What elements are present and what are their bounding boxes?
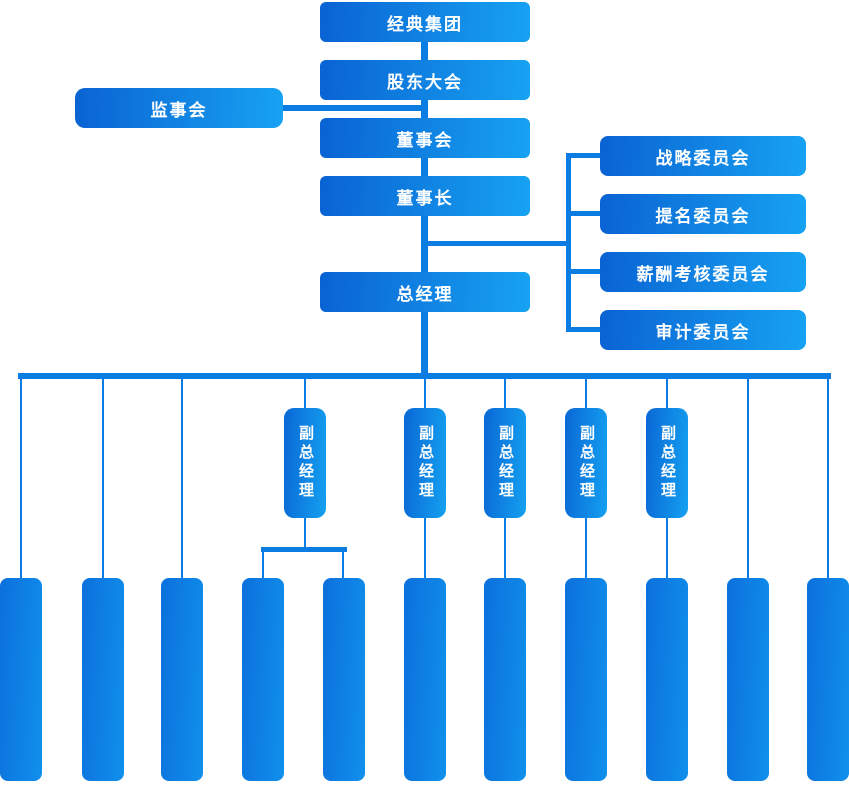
org-node-supervisory-board-label: 监事会: [150, 100, 208, 120]
connector-drop-deputy-4: [585, 379, 587, 408]
org-node-deputy-gm-2: 副总经理: [404, 408, 446, 518]
connector-distributor-bar: [18, 373, 831, 379]
connector-deputy2-drop: [424, 518, 426, 578]
connector-drop-dept-2: [102, 379, 104, 578]
connector-drop-dept-1: [20, 379, 22, 578]
org-node-chairman: 董事长: [320, 176, 530, 216]
org-node-strategy-committee: 战略委员会: [600, 136, 806, 176]
connector-committee-stub-4: [566, 327, 602, 332]
org-node-deputy-gm-3-label: 副总经理: [497, 425, 514, 501]
connector-deputy1-bar: [261, 547, 347, 552]
org-node-nomination-committee: 提名委员会: [600, 194, 806, 234]
org-node-deputy-gm-4-label: 副总经理: [578, 425, 595, 501]
org-node-supervisory-board: 监事会: [75, 88, 283, 128]
connector-deputy4-drop: [585, 518, 587, 578]
connector-drop-dept-11: [827, 379, 829, 578]
org-node-deputy-gm-1: 副总经理: [284, 408, 326, 518]
org-node-shareholders-meeting: 股东大会: [320, 60, 530, 100]
org-node-group: 经典集团: [320, 2, 530, 42]
org-node-department-3: [161, 578, 203, 781]
org-node-department-5: [323, 578, 365, 781]
connector-committee-stub-2: [566, 211, 602, 216]
connector-deputy1-stem: [304, 518, 306, 547]
org-node-department-11: [807, 578, 849, 781]
org-node-department-9: [646, 578, 688, 781]
connector-committee-stub-1: [566, 153, 602, 158]
connector-deputy3-drop: [504, 518, 506, 578]
org-node-general-manager: 总经理: [320, 272, 530, 312]
connector-committee-feed: [425, 241, 571, 246]
org-node-deputy-gm-1-label: 副总经理: [297, 425, 314, 501]
connector-drop-deputy-5: [666, 379, 668, 408]
org-node-department-4: [242, 578, 284, 781]
org-node-group-label: 经典集团: [387, 14, 463, 34]
org-node-department-8: [565, 578, 607, 781]
org-node-chairman-label: 董事长: [396, 188, 454, 208]
connector-drop-deputy-3: [504, 379, 506, 408]
org-node-department-10: [727, 578, 769, 781]
org-node-strategy-committee-label: 战略委员会: [655, 148, 751, 168]
connector-drop-dept-10: [747, 379, 749, 578]
connector-committee-stub-3: [566, 269, 602, 274]
connector-drop-deputy-1: [304, 379, 306, 408]
connector-supervisory-feed: [280, 105, 428, 111]
org-node-department-2: [82, 578, 124, 781]
connector-deputy1-drop-right: [342, 552, 344, 578]
org-node-deputy-gm-5-label: 副总经理: [659, 425, 676, 501]
org-node-nomination-committee-label: 提名委员会: [655, 206, 751, 226]
org-node-department-6: [404, 578, 446, 781]
connector-committee-trunk: [566, 153, 571, 332]
org-node-department-1: [0, 578, 42, 781]
org-node-deputy-gm-2-label: 副总经理: [417, 425, 434, 501]
org-node-compensation-committee: 薪酬考核委员会: [600, 252, 806, 292]
org-node-compensation-committee-label: 薪酬考核委员会: [636, 264, 770, 284]
org-node-board-of-directors: 董事会: [320, 118, 530, 158]
connector-deputy5-drop: [666, 518, 668, 578]
org-node-general-manager-label: 总经理: [396, 284, 454, 304]
org-node-audit-committee: 审计委员会: [600, 310, 806, 350]
connector-drop-deputy-2: [424, 379, 426, 408]
org-node-deputy-gm-5: 副总经理: [646, 408, 688, 518]
org-node-deputy-gm-3: 副总经理: [484, 408, 526, 518]
org-node-deputy-gm-4: 副总经理: [565, 408, 607, 518]
org-node-board-of-directors-label: 董事会: [396, 130, 454, 150]
connector-drop-dept-3: [181, 379, 183, 578]
org-node-shareholders-meeting-label: 股东大会: [387, 72, 463, 92]
org-node-audit-committee-label: 审计委员会: [655, 322, 751, 342]
org-node-department-7: [484, 578, 526, 781]
connector-deputy1-drop-left: [262, 552, 264, 578]
